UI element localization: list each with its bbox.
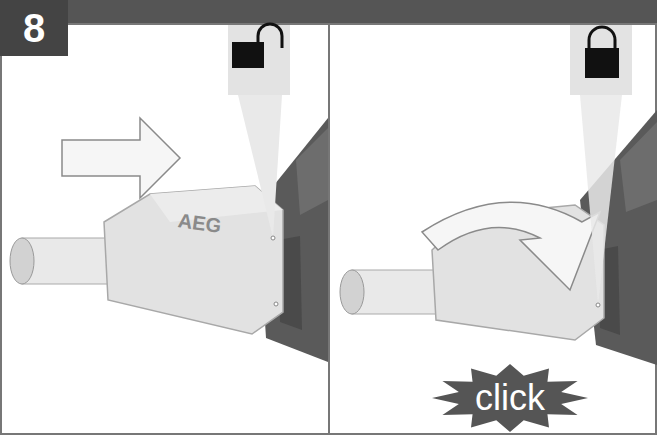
lock-icon-bg xyxy=(570,25,632,95)
handle xyxy=(620,122,657,212)
click-burst: click xyxy=(432,364,588,432)
starburst-shape xyxy=(432,364,588,432)
open-lock xyxy=(232,42,264,68)
pipe-end xyxy=(10,238,34,284)
leader xyxy=(580,95,622,305)
click-text: click xyxy=(475,377,545,419)
leader xyxy=(238,95,282,238)
lock-icon-bg xyxy=(228,25,290,95)
divider xyxy=(328,24,330,435)
right-panel xyxy=(340,25,657,365)
step-number: 8 xyxy=(0,0,68,56)
pipe-end xyxy=(340,270,364,314)
turn-arrow xyxy=(422,202,600,290)
closed-lock xyxy=(585,48,619,78)
mark-dot xyxy=(271,236,275,240)
pipe xyxy=(352,270,444,314)
mark-dot xyxy=(596,303,600,307)
lock-shackle xyxy=(258,24,282,48)
push-arrow xyxy=(62,118,180,198)
lock-shackle xyxy=(589,27,615,48)
left-panel xyxy=(10,24,328,362)
step-number-text: 8 xyxy=(23,6,45,51)
top-bar xyxy=(0,0,657,24)
frame xyxy=(1,24,656,434)
pipe xyxy=(22,238,114,284)
handle xyxy=(296,128,328,215)
mark-dot xyxy=(274,302,278,306)
nozzle xyxy=(104,186,283,334)
